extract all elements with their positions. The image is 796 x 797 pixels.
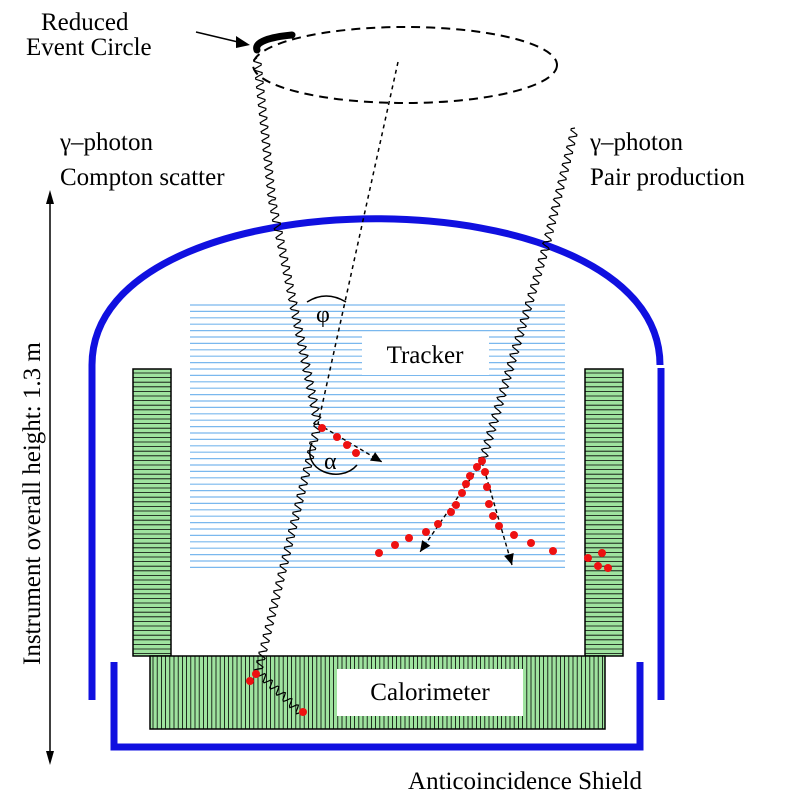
alpha-symbol: α [324, 449, 337, 475]
hit-dot [462, 480, 470, 488]
phi-arc [306, 295, 347, 303]
calorimeter-lines [152, 656, 603, 729]
hit-dot [391, 541, 399, 549]
hit-dot [452, 501, 460, 509]
tracker-label-bg [362, 335, 489, 375]
hit-dot [434, 520, 442, 528]
hit-dot [318, 424, 326, 432]
hit-dot [343, 441, 351, 449]
event-circle [252, 26, 558, 104]
anticoincidence-dome [88, 215, 664, 700]
pair-left-arrow-head [420, 540, 431, 552]
photon-paths [253, 57, 578, 715]
hit-dot [594, 562, 602, 570]
gamma-left-label-1: γ–photon [59, 129, 153, 156]
event-circle-pointer [195, 31, 239, 43]
event-circle-arc [253, 31, 296, 54]
hit-dot [466, 472, 474, 480]
right-tile-lines [585, 372, 623, 654]
reduced-label-2: Event Circle [26, 34, 152, 61]
hit-dot [405, 534, 413, 542]
electron-arrow-head [369, 452, 382, 462]
hit-dot [422, 528, 430, 536]
compton-photon-incoming [253, 57, 322, 425]
hit-dot [598, 549, 606, 557]
hit-dot [478, 457, 486, 465]
left-side-tile [132, 368, 172, 657]
shield-label: Anticoincidence Shield [408, 768, 642, 795]
hit-dot [458, 489, 466, 497]
compton-photon-scattered [254, 423, 321, 672]
alpha-arc [309, 442, 358, 475]
phi-symbol: φ [316, 302, 330, 328]
hit-dot [447, 508, 455, 516]
tracker-label: Tracker [387, 342, 465, 369]
calorimeter-label: Calorimeter [370, 679, 490, 706]
pair-left-arrow [419, 461, 483, 553]
calorimeter-label-bg [337, 669, 523, 716]
hit-dot [252, 670, 260, 678]
hit-dot [485, 500, 493, 508]
hit-dot [299, 708, 307, 716]
calorimeter-shower [256, 671, 300, 715]
gamma-right-label-2: Pair production [590, 164, 745, 191]
hit-dot [473, 463, 481, 471]
hit-dot [483, 483, 491, 491]
hit-dot [352, 449, 360, 457]
hit-dot [549, 547, 557, 555]
hit-dot [246, 677, 254, 685]
hit-dot [333, 433, 341, 441]
gamma-right-label-1: γ–photon [589, 129, 683, 156]
pair-right-arrow [481, 461, 513, 566]
hit-dot [584, 554, 592, 562]
hit-dot [527, 539, 535, 547]
hit-dot [604, 564, 612, 572]
hit-dot [489, 512, 497, 520]
event-circle-pointer-head [236, 36, 250, 48]
hit-dot [481, 468, 489, 476]
cone-axis [317, 61, 399, 425]
pair-photon-incoming [478, 127, 578, 463]
hit-dot [510, 531, 518, 539]
right-side-tile [584, 368, 624, 657]
anticoincidence-bottom [110, 662, 644, 751]
left-tile-lines [133, 372, 171, 654]
hit-dots [246, 424, 612, 716]
pair-right-arrow-head [504, 553, 514, 565]
reduced-label-1: Reduced [41, 9, 129, 36]
hit-dot [495, 522, 503, 530]
hit-dot [375, 549, 383, 557]
height-arrow-bottom [46, 751, 54, 765]
gamma-left-label-2: Compton scatter [60, 164, 225, 191]
height-label: Instrument overall height: 1.3 m [19, 342, 46, 665]
height-arrow-top [46, 190, 54, 204]
